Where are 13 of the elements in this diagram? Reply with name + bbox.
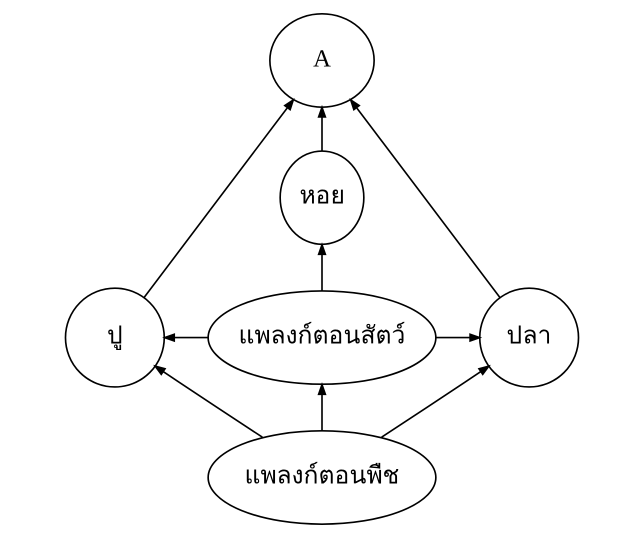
arrow (436, 333, 482, 342)
arrow (153, 364, 263, 438)
arrow (317, 104, 327, 151)
node-ellipse: หอย (279, 150, 365, 246)
arrow (143, 98, 295, 298)
node-ellipse: แพลงก์ตอนพืช (207, 430, 437, 525)
arrow (317, 382, 327, 431)
arrow (349, 98, 501, 298)
arrow (162, 333, 208, 342)
node-ellipse: แพลงก์ตอนสัตว์ (207, 290, 437, 386)
arrow (381, 364, 491, 438)
node-ellipse: A (269, 13, 375, 108)
arrow (317, 242, 327, 291)
